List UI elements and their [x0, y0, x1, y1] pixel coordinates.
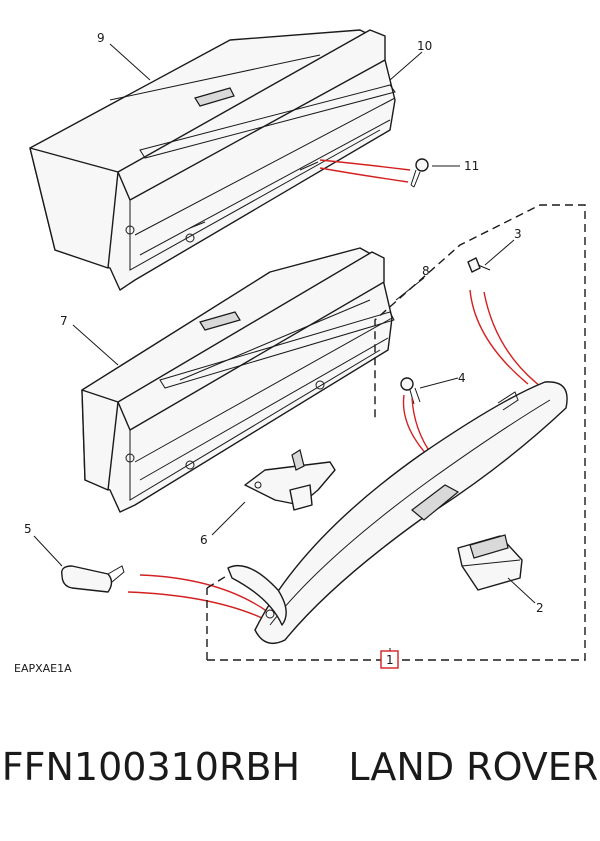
assembly-outline: [206, 204, 586, 661]
part-9-upper-housing: [29, 29, 396, 291]
part-number: FFN100310RBH: [1, 745, 301, 789]
drawing-code: EAPXAE1A: [14, 662, 72, 675]
leader-lines: [33, 43, 536, 660]
part-8-seal-strip: [159, 311, 395, 389]
callout-7: 7: [60, 314, 68, 328]
part-3-screw-icon: [467, 257, 541, 387]
part-10-seal-strip: [139, 84, 396, 159]
callout-3: 3: [514, 227, 522, 241]
part-6-latch-bracket: [244, 449, 336, 511]
part-caption: FFN100310RBH LAND ROVER: [0, 745, 600, 789]
brand-name: LAND ROVER: [348, 745, 599, 789]
part-1-glovebox-door: [227, 381, 568, 644]
callout-4: 4: [458, 371, 466, 385]
part-7-lower-housing: [81, 247, 393, 513]
callout-1-box: [380, 650, 399, 669]
part-4-screw-icon: [400, 377, 433, 457]
callout-1: 1: [386, 653, 394, 667]
callout-2: 2: [536, 601, 544, 615]
callout-6: 6: [200, 533, 208, 547]
callout-labels: 9 10 11 3 8 7 4 6 5 2 1 EAPXAE1A: [14, 31, 544, 675]
parts-diagram: 9 10 11 3 8 7 4 6 5 2 1 EAPXAE1A: [14, 29, 586, 675]
callout-5: 5: [24, 522, 32, 536]
callout-10: 10: [417, 39, 432, 53]
part-5-buffer: [61, 565, 269, 619]
callout-9: 9: [97, 31, 105, 45]
callout-8: 8: [422, 264, 430, 278]
part-11-screw-icon: [319, 158, 429, 188]
callout-11: 11: [464, 159, 479, 173]
part-2-latch: [457, 534, 523, 591]
